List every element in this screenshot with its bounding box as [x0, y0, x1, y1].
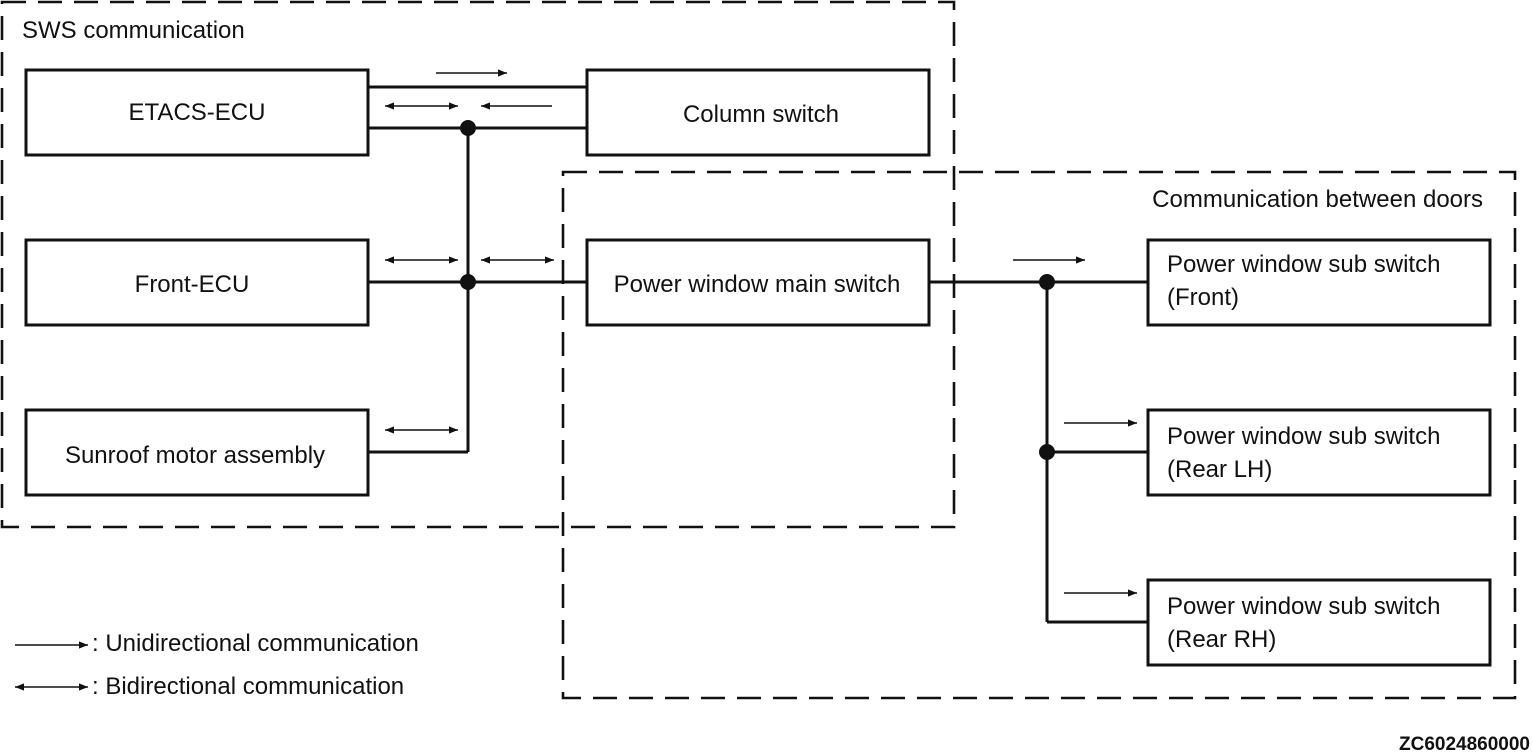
- bus-wires: [368, 85, 1148, 624]
- junction-dot: [460, 120, 476, 136]
- node-power-window-sub-switch-rear-lh: Power window sub switch (Rear LH): [1146, 408, 1492, 497]
- svg-text:Power window sub switch: Power window sub switch: [1167, 251, 1440, 278]
- svg-text:Front-ECU: Front-ECU: [135, 271, 250, 298]
- svg-text:Sunroof motor assembly: Sunroof motor assembly: [65, 442, 325, 469]
- doors-group-label: Communication between doors: [1152, 186, 1483, 213]
- node-power-window-sub-switch-rear-rh: Power window sub switch (Rear RH): [1146, 578, 1492, 667]
- legend: : Unidirectional communication : Bidirec…: [15, 630, 419, 700]
- sws-group-label: SWS communication: [22, 17, 245, 44]
- junction-dot: [460, 274, 476, 290]
- svg-text:ETACS-ECU: ETACS-ECU: [129, 99, 266, 126]
- junction-dot: [1039, 274, 1055, 290]
- legend-unidirectional-label: : Unidirectional communication: [92, 630, 419, 657]
- node-front-ecu: Front-ECU: [24, 238, 370, 327]
- svg-text:Column switch: Column switch: [683, 101, 839, 128]
- node-column-switch: Column switch: [585, 68, 931, 157]
- node-power-window-sub-switch-front: Power window sub switch (Front): [1146, 238, 1492, 327]
- figure-code: ZC6024860000: [1399, 734, 1530, 755]
- node-etacs-ecu: ETACS-ECU: [24, 68, 370, 157]
- doors-group-boundary: [561, 170, 1517, 700]
- legend-bidirectional-label: : Bidirectional communication: [92, 673, 404, 700]
- svg-text:Power window sub switch: Power window sub switch: [1167, 423, 1440, 450]
- svg-text:Power window main switch: Power window main switch: [614, 271, 901, 298]
- svg-text:Power window sub switch: Power window sub switch: [1167, 593, 1440, 620]
- node-sunroof-motor-assembly: Sunroof motor assembly: [24, 408, 370, 497]
- svg-text:(Rear RH): (Rear RH): [1167, 626, 1276, 653]
- sws-group-boundary: [0, 0, 956, 529]
- junction-dot: [1039, 444, 1055, 460]
- node-power-window-main-switch: Power window main switch: [585, 238, 931, 327]
- svg-text:(Rear LH): (Rear LH): [1167, 456, 1272, 483]
- svg-text:(Front): (Front): [1167, 284, 1239, 311]
